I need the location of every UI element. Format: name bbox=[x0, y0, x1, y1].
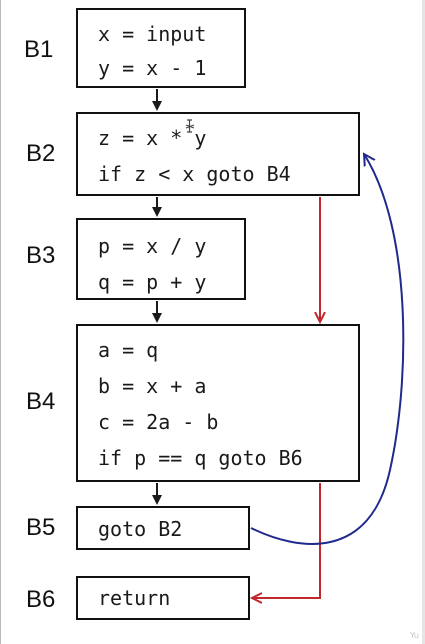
block-label-b5: B5 bbox=[26, 514, 56, 541]
code-line: c = 2a - b bbox=[98, 410, 219, 434]
basic-block-b2: z = x * y if z < x goto B4 bbox=[76, 112, 360, 196]
block-label-b3: B3 bbox=[26, 242, 56, 269]
basic-block-b6: return bbox=[76, 576, 250, 620]
code-line: b = x + a bbox=[98, 374, 207, 398]
basic-block-b4: a = q b = x + a c = 2a - b if p == q got… bbox=[76, 324, 360, 482]
code-line: p = x / y bbox=[98, 234, 207, 258]
code-line: x = input bbox=[98, 22, 207, 46]
code-line: a = q bbox=[98, 338, 159, 362]
code-line: if z < x goto B4 bbox=[98, 162, 291, 186]
block-label-b6: B6 bbox=[26, 586, 56, 613]
code-line: return bbox=[98, 586, 171, 610]
basic-block-b1: x = input y = x - 1 bbox=[76, 8, 246, 88]
code-line: y = x - 1 bbox=[98, 56, 207, 80]
right-border bbox=[422, 0, 425, 644]
block-label-b1: B1 bbox=[24, 36, 54, 63]
block-label-b4: B4 bbox=[26, 388, 56, 415]
basic-block-b5: goto B2 bbox=[76, 506, 250, 550]
edge-b4-b6-branch bbox=[252, 483, 321, 598]
basic-block-b3: p = x / y q = p + y bbox=[76, 218, 246, 300]
left-border bbox=[0, 0, 1, 644]
block-label-b2: B2 bbox=[26, 140, 56, 167]
code-line: z = x * y bbox=[98, 126, 207, 150]
code-line: if p == q goto B6 bbox=[98, 446, 303, 470]
mouse-cursor-icon bbox=[185, 119, 195, 133]
code-line: q = p + y bbox=[98, 270, 207, 294]
code-line: goto B2 bbox=[98, 517, 183, 541]
watermark: Yu bbox=[409, 631, 419, 640]
